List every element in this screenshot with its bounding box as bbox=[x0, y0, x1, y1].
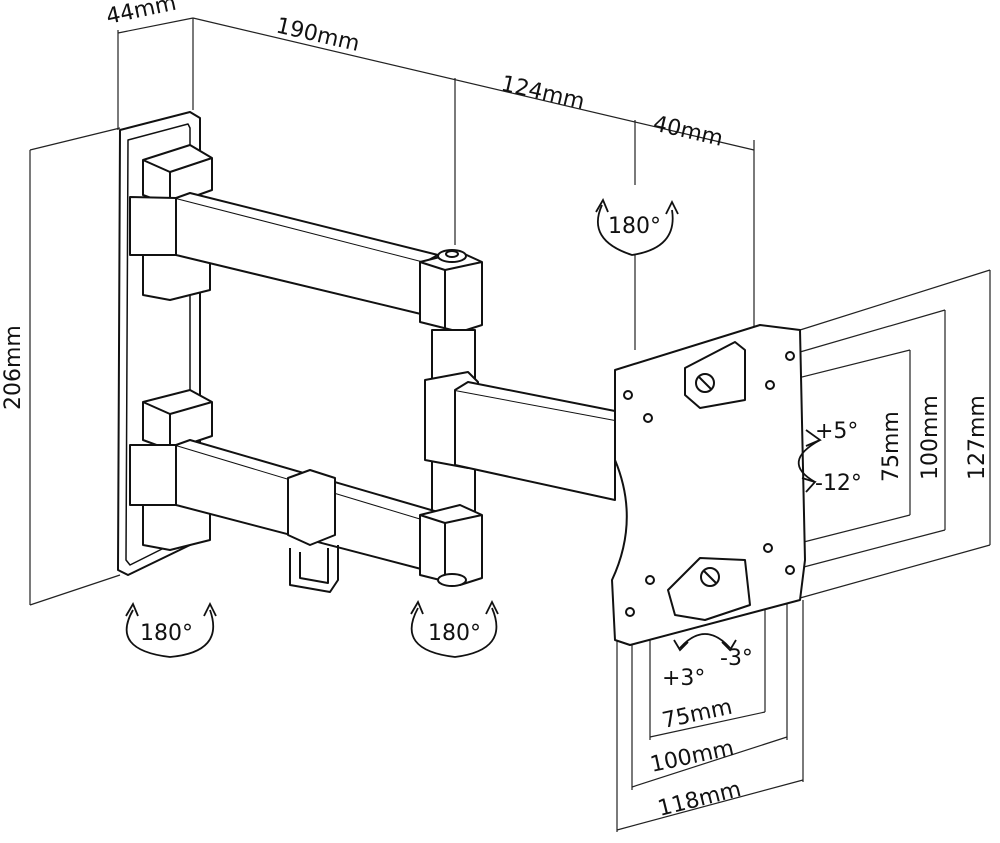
dim-100mm-horizontal-label: 100mm bbox=[648, 736, 736, 778]
dim-75mm-horizontal-label: 75mm bbox=[660, 695, 735, 734]
tilt-up-label: +5° bbox=[815, 419, 858, 444]
roll-minus-label: -3° bbox=[720, 646, 753, 671]
rotation-labels: 180° 180° 180° +5° -12° +3° -3° bbox=[140, 214, 862, 691]
lower-arm bbox=[129, 439, 483, 593]
dim-118mm-horizontal-label: 118mm bbox=[655, 777, 743, 822]
dim-75mm-vertical-label: 75mm bbox=[879, 411, 904, 482]
rotation-arrows bbox=[125, 197, 822, 658]
dim-124mm-label: 124mm bbox=[499, 71, 587, 114]
dimension-lines bbox=[29, 17, 991, 832]
head-swivel-label: 180° bbox=[608, 214, 661, 239]
vesa-plate bbox=[611, 324, 806, 646]
upper-arm bbox=[129, 192, 483, 516]
dim-127mm-vertical-label: 127mm bbox=[965, 395, 990, 480]
dim-40mm-label: 40mm bbox=[651, 111, 726, 151]
elbow-swivel-label: 180° bbox=[428, 621, 481, 646]
dim-206mm-label: 206mm bbox=[1, 325, 26, 410]
dim-100mm-vertical-label: 100mm bbox=[918, 395, 943, 480]
tilt-down-label: -12° bbox=[815, 471, 862, 496]
roll-plus-label: +3° bbox=[662, 666, 705, 691]
dim-190mm-label: 190mm bbox=[274, 13, 362, 56]
wall-swivel-label: 180° bbox=[140, 621, 193, 646]
dim-44mm-label: 44mm bbox=[104, 0, 179, 30]
second-arm bbox=[454, 381, 621, 501]
